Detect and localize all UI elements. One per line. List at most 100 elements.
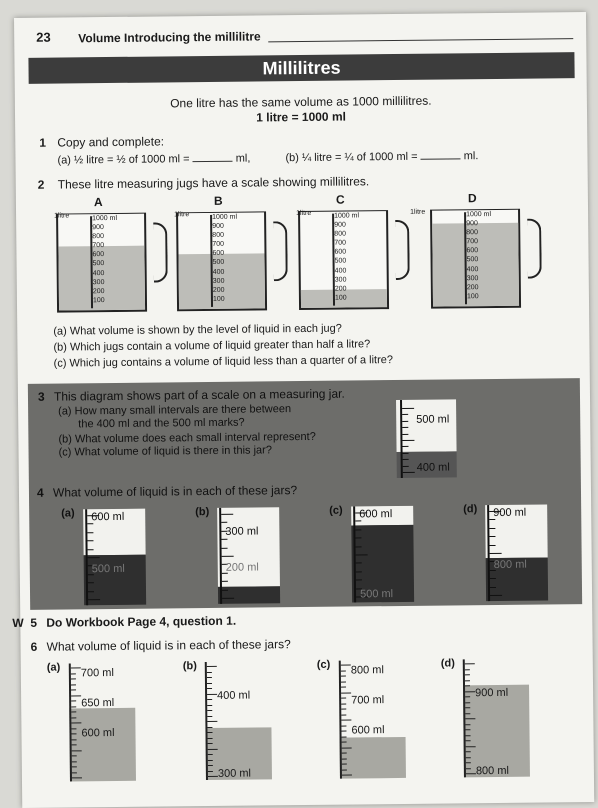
q1-a-end: ml, (235, 152, 251, 165)
scale-tick (206, 671, 212, 673)
jug-tick-label: 800 (466, 229, 478, 237)
jug-tick-label: 1000 ml (92, 214, 118, 223)
scale-tick (71, 727, 77, 729)
q5-number: 5 (30, 615, 38, 630)
jug-tick-label: 800 (334, 230, 347, 238)
q6-jar-mark-label: 300 ml (217, 767, 252, 780)
scale-tick (341, 774, 352, 776)
q4-jar-bottom-label: 500 ml (359, 588, 394, 601)
jug-tick-label: 700 (334, 239, 347, 247)
q1-b-blank (420, 149, 461, 160)
q4-jar-top-label: 600 ml (359, 508, 393, 521)
scale-tick (341, 769, 347, 771)
scale-tick (355, 571, 362, 573)
q2-part-a: (a) What volume is shown by the level of… (53, 322, 342, 338)
jug-tick-label: 600 (466, 247, 479, 255)
jug-tick-label: 600 (92, 251, 105, 259)
jug-handle (527, 218, 542, 279)
q6-jar-scale (204, 661, 218, 781)
q5-text: Do Workbook Page 4, question 1. (46, 613, 237, 630)
jug-tick-label: 500 (334, 258, 347, 266)
worksheet-page: 23 Volume Introducing the millilitre Mil… (12, 12, 595, 808)
q6-jar-mark-label: 700 ml (80, 666, 114, 680)
scale-tick (341, 719, 352, 721)
scale-tick (341, 708, 347, 710)
jug-tick-label: 900 (92, 224, 104, 232)
q4-jar-bottom-label: 500 ml (91, 562, 125, 576)
q3-top-label: 500 ml (416, 413, 450, 426)
scale-tick (340, 670, 346, 672)
jug-tick-label: 800 (92, 233, 105, 241)
scale-tick (206, 676, 212, 679)
jug-tick-label: 500 (92, 260, 105, 268)
scale-tick (465, 696, 471, 698)
jug-litre-label: 1litre (54, 212, 70, 220)
jug-tick-label: 400 (92, 269, 105, 277)
q6-jar-mark-label: 700 ml (351, 694, 385, 707)
q6-jar-mark-label: 800 ml (475, 764, 510, 778)
jug-handle (273, 221, 288, 282)
q4-jar-bottom-label: 800 ml (493, 558, 527, 572)
q6-jar-mark-label: 600 ml (351, 724, 385, 737)
jug-tick-label: 300 (92, 278, 105, 286)
scale-tick (340, 681, 346, 683)
scale-tick (402, 471, 415, 473)
scale-tick (70, 667, 81, 669)
q6-jar-mark-label: 800 ml (350, 664, 384, 677)
jug-tick-label: 200 (92, 287, 105, 295)
scale-tick (88, 599, 101, 601)
scale-tick (71, 766, 77, 768)
jug-tick-label: 700 (466, 238, 479, 246)
jug-label-B: B (213, 193, 223, 208)
q4-jar-scale (85, 509, 101, 606)
q2-text: These litre measuring jugs have a scale … (57, 174, 370, 192)
q4-jar-top-label: 600 ml (91, 510, 125, 524)
jug-handle (395, 219, 410, 281)
jug-tick-label: 400 (334, 267, 347, 275)
scale-tick (341, 741, 347, 743)
scale-tick (70, 683, 76, 685)
q4-jar-label: (c) (329, 504, 343, 517)
scale-tick (221, 555, 234, 557)
jug-tick-label: 900 (334, 221, 346, 229)
jug-tick-label: 100 (92, 296, 105, 305)
unit-number: 23 (36, 29, 51, 45)
q6-jar-mark-label: 900 ml (475, 686, 509, 700)
jug-tick-label: 500 (466, 256, 479, 264)
q4-jar-top-label: 900 ml (493, 506, 527, 520)
scale-tick (70, 678, 76, 680)
scale-tick (341, 703, 347, 705)
scale-tick (341, 747, 352, 749)
scale-tick (71, 722, 82, 724)
q6-jar-mark-label: 650 ml (81, 696, 115, 710)
jug-tick-label: 800 (212, 232, 225, 240)
scale-tick (341, 736, 347, 738)
scale-tick (207, 720, 218, 723)
q4-number: 4 (36, 485, 44, 500)
scale-tick (465, 773, 476, 775)
page-banner: Millilitres (28, 52, 575, 84)
scale-tick (71, 771, 77, 773)
q1-text: Copy and complete: (57, 134, 165, 150)
jug-tick-label: 600 (334, 248, 347, 257)
scale-tick (221, 522, 228, 524)
scale-tick (71, 755, 77, 757)
q3-number: 3 (37, 389, 45, 404)
q6-number: 6 (30, 639, 38, 654)
q1-number: 1 (39, 135, 47, 150)
q4-jar-label: (a) (61, 507, 75, 520)
scale-tick (341, 763, 347, 765)
scale-tick (402, 407, 415, 409)
scale-tick (402, 414, 409, 416)
jug-tick-label: 200 (334, 285, 347, 293)
jug-litre-label: 1litre (410, 208, 426, 216)
scale-tick (206, 665, 217, 668)
scale-tick (465, 751, 471, 753)
scale-tick (71, 705, 77, 707)
